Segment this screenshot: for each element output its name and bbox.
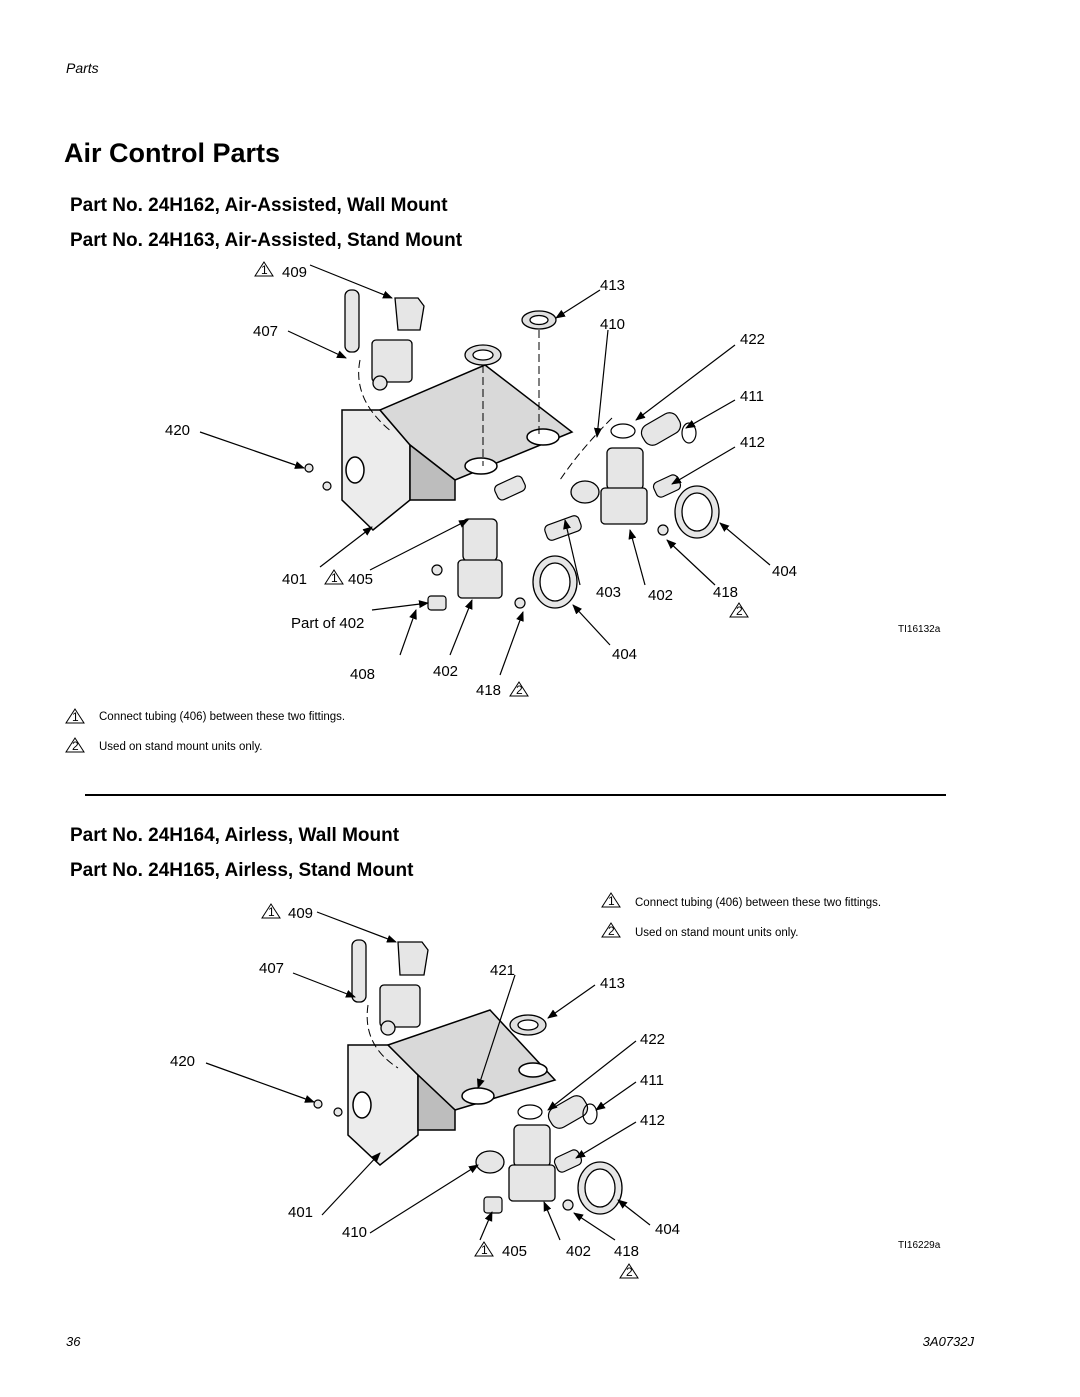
regulator-lower xyxy=(457,518,503,599)
d2-callout-404: 404 xyxy=(655,1221,680,1238)
assembly-centerlines xyxy=(358,330,613,481)
diagram2-heading-1: Part No. 24H164, Airless, Wall Mount xyxy=(70,825,400,846)
triangle-mark-405-label: 1 xyxy=(331,571,338,585)
callout-410: 410 xyxy=(600,316,625,333)
d2-callout-410: 410 xyxy=(342,1224,367,1241)
callout-402-upper: 402 xyxy=(648,587,673,604)
page-number: 36 xyxy=(66,1334,81,1349)
triangle-mark-405: 1 xyxy=(324,569,344,585)
ball-valve xyxy=(344,289,413,391)
figure-id-2: TI16229a xyxy=(898,1240,941,1251)
d2-callout-411: 411 xyxy=(640,1072,664,1089)
callout-404-right: 404 xyxy=(772,563,797,580)
callout-408: 408 xyxy=(350,666,375,683)
diagram1-heading-2: Part No. 24H163, Air-Assisted, Stand Mou… xyxy=(70,230,463,251)
regulator-2 xyxy=(475,1124,556,1202)
callout-402-lower: 402 xyxy=(433,663,458,680)
note-1-marker-label: 1 xyxy=(72,710,79,724)
triangle-mark-418-lower: 2 xyxy=(509,681,529,697)
triangle-mark-418-upper: 2 xyxy=(729,602,749,618)
callout-407: 407 xyxy=(253,323,278,340)
note-1-marker: 1 xyxy=(65,708,85,724)
diagram1-heading-1: Part No. 24H162, Air-Assisted, Wall Moun… xyxy=(70,195,448,216)
bracket-plate-2 xyxy=(347,1009,557,1166)
triangle-mark-418-upper-label: 2 xyxy=(736,604,743,618)
d2-note-2-marker-label: 2 xyxy=(608,924,615,938)
callout-412: 412 xyxy=(740,434,765,451)
callout-leaders-2 xyxy=(205,911,651,1241)
callout-418-upper: 418 xyxy=(713,584,738,601)
d2-note-2-marker: 2 xyxy=(601,922,621,938)
callout-401: 401 xyxy=(282,571,307,588)
diagram2-note-1: Connect tubing (406) between these two f… xyxy=(635,897,882,909)
d2-callout-422: 422 xyxy=(640,1031,665,1048)
d2-callout-409: 409 xyxy=(288,905,313,922)
d2-note-1-marker-label: 1 xyxy=(608,894,615,908)
callout-part-of-402: Part of 402 xyxy=(291,615,364,632)
d2-callout-401: 401 xyxy=(288,1204,313,1221)
callout-418-lower: 418 xyxy=(476,682,501,699)
d2-triangle-mark-405-label: 1 xyxy=(481,1243,488,1257)
callout-404-lower: 404 xyxy=(612,646,637,663)
d2-callout-402: 402 xyxy=(566,1243,591,1260)
callout-411: 411 xyxy=(740,388,764,405)
d2-triangle-mark-405: 1 xyxy=(474,1241,494,1257)
d2-note-1-marker: 1 xyxy=(601,892,621,908)
d2-callout-405: 405 xyxy=(502,1243,527,1260)
retaining-ring-2 xyxy=(509,1014,547,1036)
callout-409: 409 xyxy=(282,264,307,281)
d2-triangle-mark-418: 2 xyxy=(619,1263,639,1279)
callout-leaders xyxy=(199,264,771,676)
pressure-gauges xyxy=(532,485,720,609)
d2-callout-420: 420 xyxy=(170,1053,195,1070)
callout-405: 405 xyxy=(348,571,373,588)
diagram1-note-1: Connect tubing (406) between these two f… xyxy=(99,711,346,723)
triangle-mark-409: 1 xyxy=(254,261,274,277)
bracket-plate xyxy=(341,364,574,532)
document-id: 3A0732J xyxy=(922,1334,974,1349)
d2-callout-407: 407 xyxy=(259,960,284,977)
callout-420: 420 xyxy=(165,422,190,439)
figure-id-1: TI16132a xyxy=(898,624,941,635)
diagram2-heading-2: Part No. 24H165, Airless, Stand Mount xyxy=(70,860,414,881)
ball-valve-2 xyxy=(351,939,421,1036)
regulator-upper xyxy=(570,447,648,525)
diagram1-note-2: Used on stand mount units only. xyxy=(99,741,263,753)
d2-callout-421: 421 xyxy=(490,962,515,979)
triangle-mark-409-label: 1 xyxy=(261,263,268,277)
d2-callout-418: 418 xyxy=(614,1243,639,1260)
small-fittings-2 xyxy=(313,1095,598,1214)
note-2-marker: 2 xyxy=(65,737,85,753)
d2-triangle-mark-409: 1 xyxy=(261,903,281,919)
pressure-gauge-2 xyxy=(577,1161,623,1215)
running-header: Parts xyxy=(66,60,99,76)
assembly-centerlines-2 xyxy=(366,1004,399,1069)
triangle-mark-418-lower-label: 2 xyxy=(516,683,523,697)
d2-triangle-mark-409-label: 1 xyxy=(268,905,275,919)
callout-413: 413 xyxy=(600,277,625,294)
page-title: Air Control Parts xyxy=(64,138,281,168)
d2-triangle-mark-418-label: 2 xyxy=(626,1265,633,1279)
callout-422: 422 xyxy=(740,331,765,348)
note-2-marker-label: 2 xyxy=(72,739,79,753)
small-fittings xyxy=(304,412,697,611)
section-divider xyxy=(85,794,946,796)
elbow-fitting xyxy=(394,297,425,331)
elbow-fitting-2 xyxy=(397,941,429,976)
d2-callout-413: 413 xyxy=(600,975,625,992)
diagram2-note-2: Used on stand mount units only. xyxy=(635,927,799,939)
d2-callout-412: 412 xyxy=(640,1112,665,1129)
callout-403: 403 xyxy=(596,584,621,601)
